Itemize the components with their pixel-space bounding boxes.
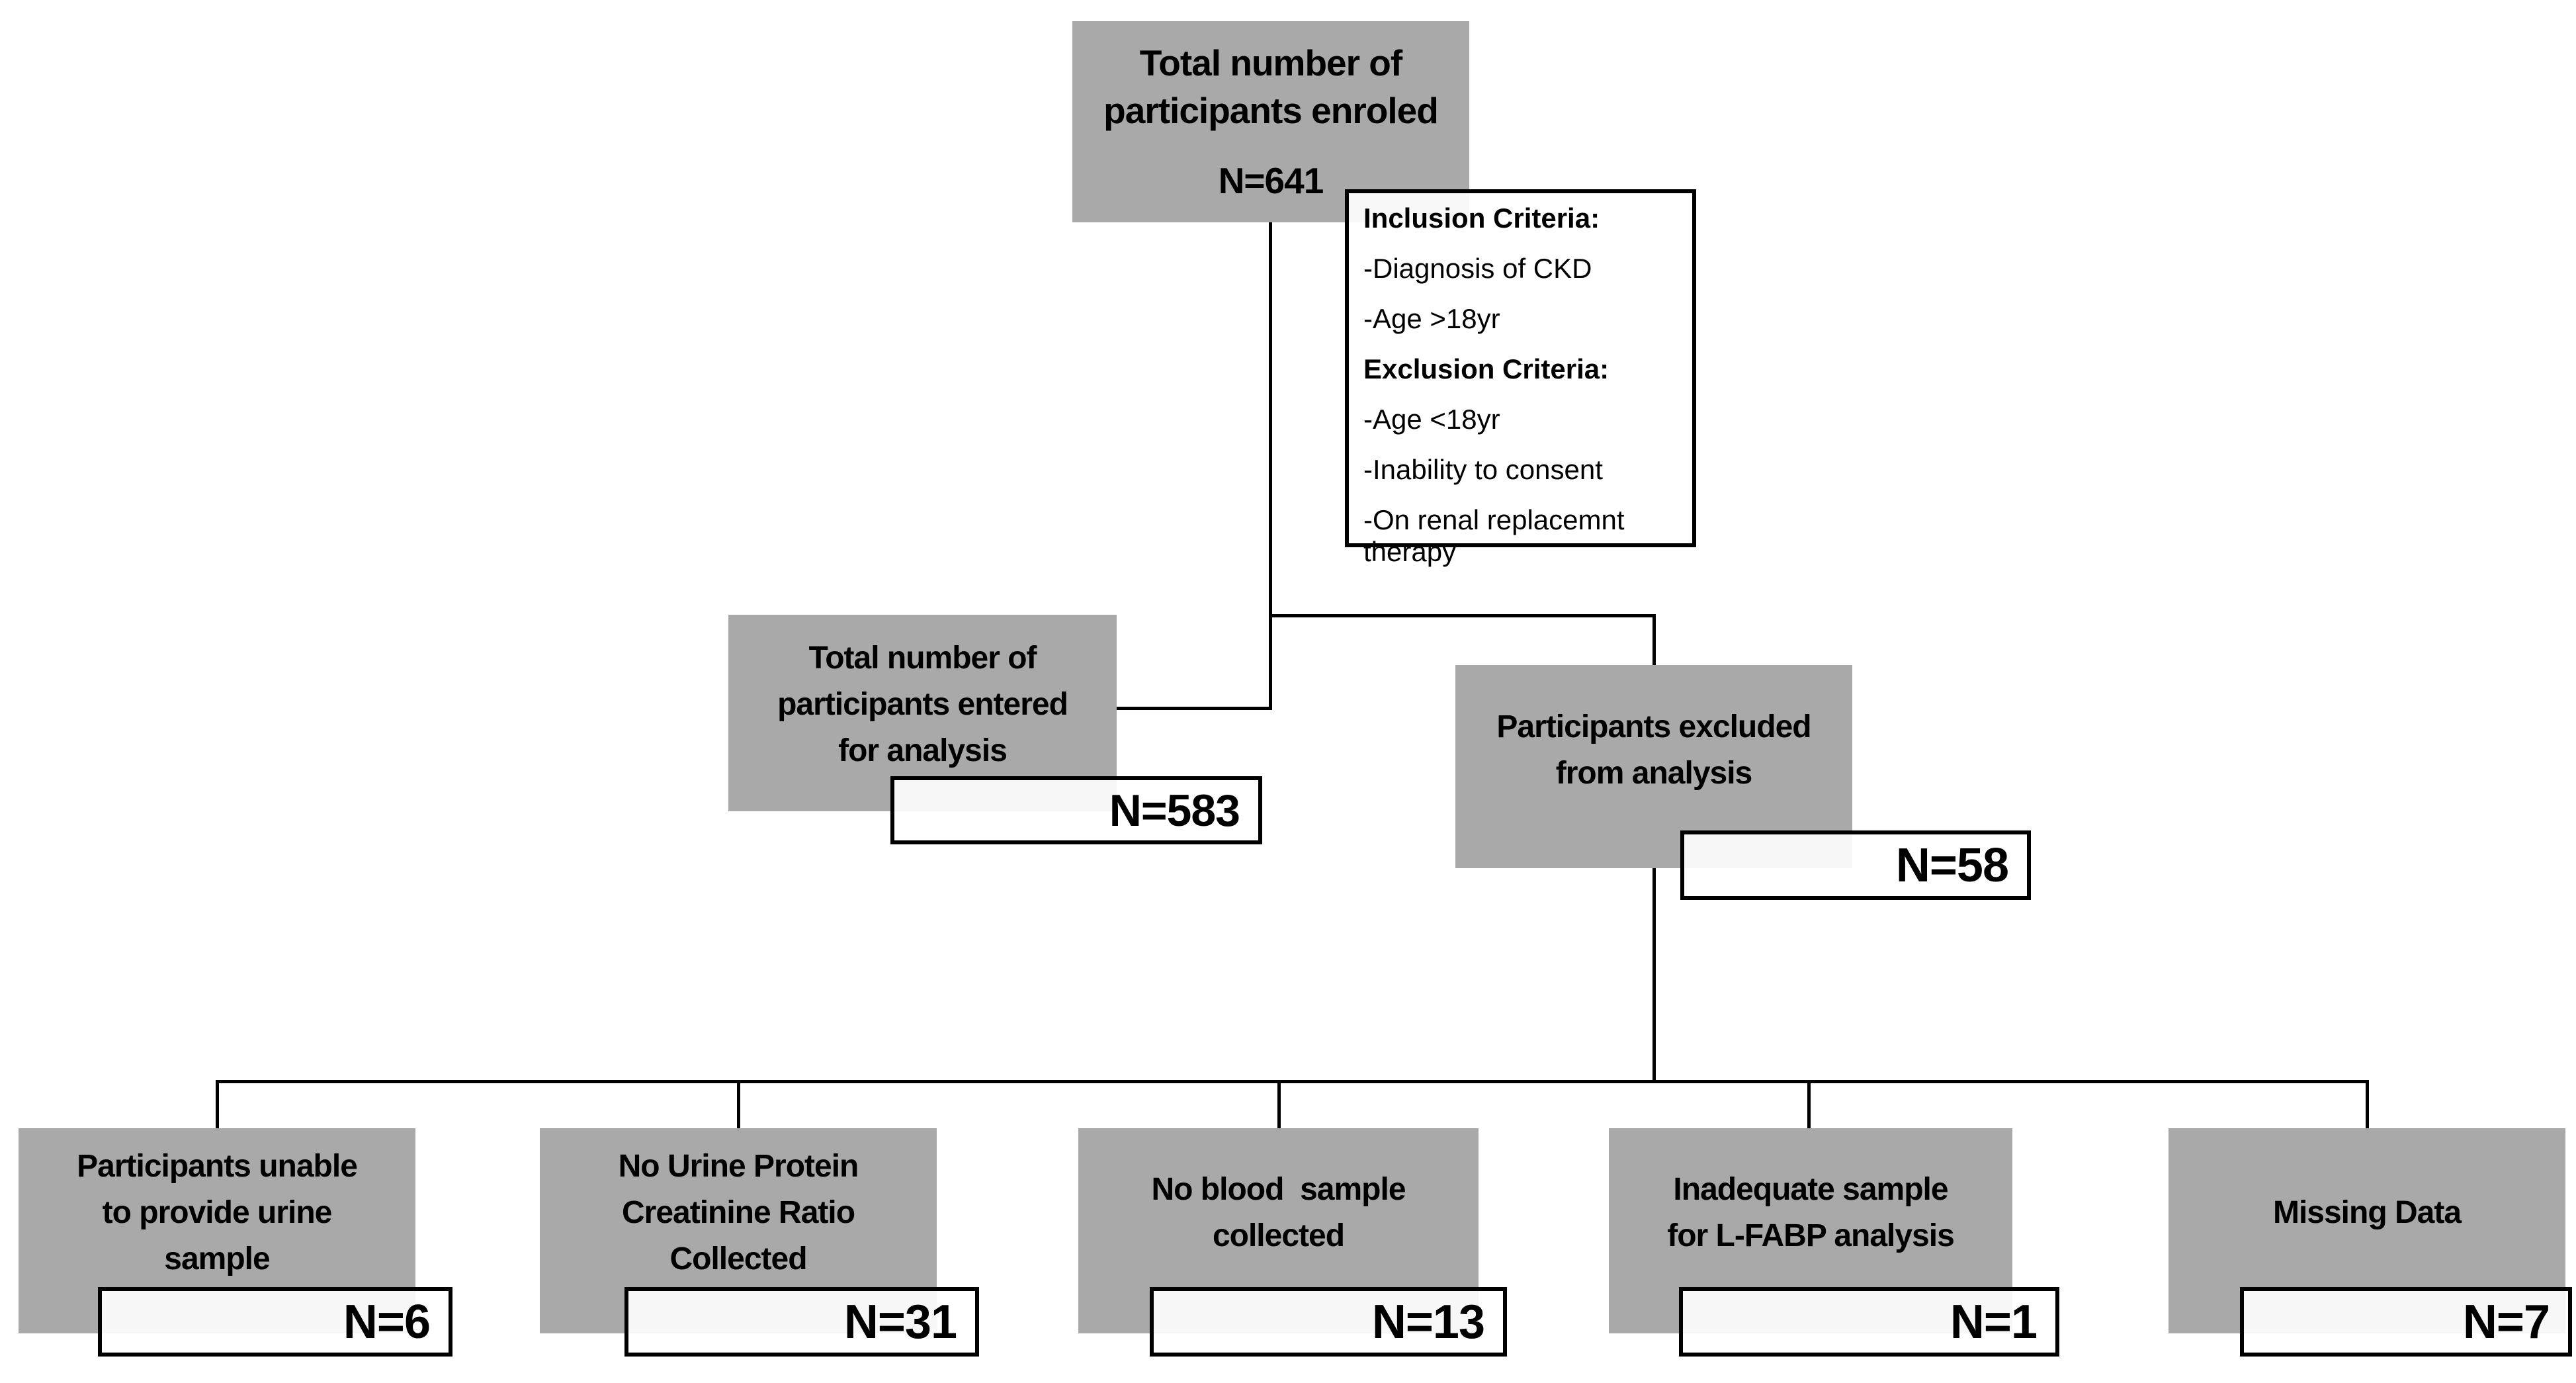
reason-count-box: N=13 — [1150, 1287, 1507, 1357]
reason-label-line: No Urine Protein — [618, 1148, 859, 1184]
reason-label-line: No blood sample — [1151, 1171, 1406, 1207]
connector-branch-to-excluded — [1269, 614, 1656, 617]
reason-label-line: for L-FABP analysis — [1667, 1218, 1955, 1253]
reason-count-box: N=1 — [1679, 1287, 2059, 1357]
reason-label-line: collected — [1212, 1218, 1345, 1253]
reason-count: N=13 — [1371, 1295, 1485, 1349]
excluded-count: N=58 — [1895, 838, 2009, 892]
connector-distributor — [216, 1080, 2369, 1083]
inclusion-item: -Diagnosis of CKD — [1363, 253, 1592, 284]
exclusion-header: Exclusion Criteria: — [1363, 353, 1610, 384]
criteria-box: Inclusion Criteria: -Diagnosis of CKD -A… — [1345, 189, 1696, 567]
reason-label-line: Collected — [669, 1241, 807, 1276]
connector-drop-2 — [737, 1081, 740, 1130]
inclusion-item: -Age >18yr — [1363, 303, 1500, 334]
enrolled-count: N=641 — [1218, 160, 1324, 201]
connector-top-stem — [1269, 221, 1272, 709]
analysis-label-line: participants entered — [777, 687, 1068, 722]
analysis-label-line: Total number of — [808, 641, 1037, 676]
excluded-label-line: Participants excluded — [1496, 709, 1811, 744]
connector-drop-1 — [216, 1081, 219, 1130]
analysis-count-box: N=583 — [890, 776, 1262, 844]
excluded-count-box: N=58 — [1680, 830, 2031, 900]
excluded-label-line: from analysis — [1555, 755, 1752, 791]
enrolled-label-line: Total number of — [1139, 42, 1402, 83]
reason-label-line: Participants unable — [77, 1148, 358, 1184]
enrolled-label-line: participants enroled — [1103, 90, 1439, 131]
reason-label-line: sample — [164, 1241, 270, 1276]
exclusion-item: -Inability to consent — [1363, 454, 1603, 485]
reason-count: N=7 — [2462, 1295, 2550, 1349]
connector-drop-5 — [2366, 1081, 2369, 1130]
reason-count: N=1 — [1950, 1295, 2038, 1349]
reason-label-line: Inadequate sample — [1673, 1171, 1948, 1207]
connector-drop-4 — [1807, 1081, 1811, 1130]
exclusion-item: -Age <18yr — [1363, 404, 1500, 435]
reason-label-line: Missing Data — [2272, 1194, 2462, 1230]
reason-count: N=6 — [343, 1295, 431, 1349]
reason-count: N=31 — [843, 1295, 957, 1349]
reason-label-line: Creatinine Ratio — [621, 1194, 855, 1230]
connector-drop-3 — [1277, 1081, 1281, 1130]
enrolled-box: Total number of participants enroled N=6… — [1072, 21, 1469, 222]
reason-count-box: N=7 — [2240, 1287, 2572, 1357]
connector-branch-to-analysis — [1117, 707, 1272, 710]
analysis-label-line: for analysis — [838, 733, 1008, 768]
exclusion-item: -On renal replacemnt therapy — [1363, 504, 1625, 567]
analysis-count: N=583 — [1109, 785, 1240, 836]
reason-count-box: N=31 — [624, 1287, 979, 1357]
reason-label-line: to provide urine — [102, 1194, 333, 1230]
reason-count-box: N=6 — [98, 1287, 452, 1357]
inclusion-header: Inclusion Criteria: — [1363, 202, 1600, 234]
